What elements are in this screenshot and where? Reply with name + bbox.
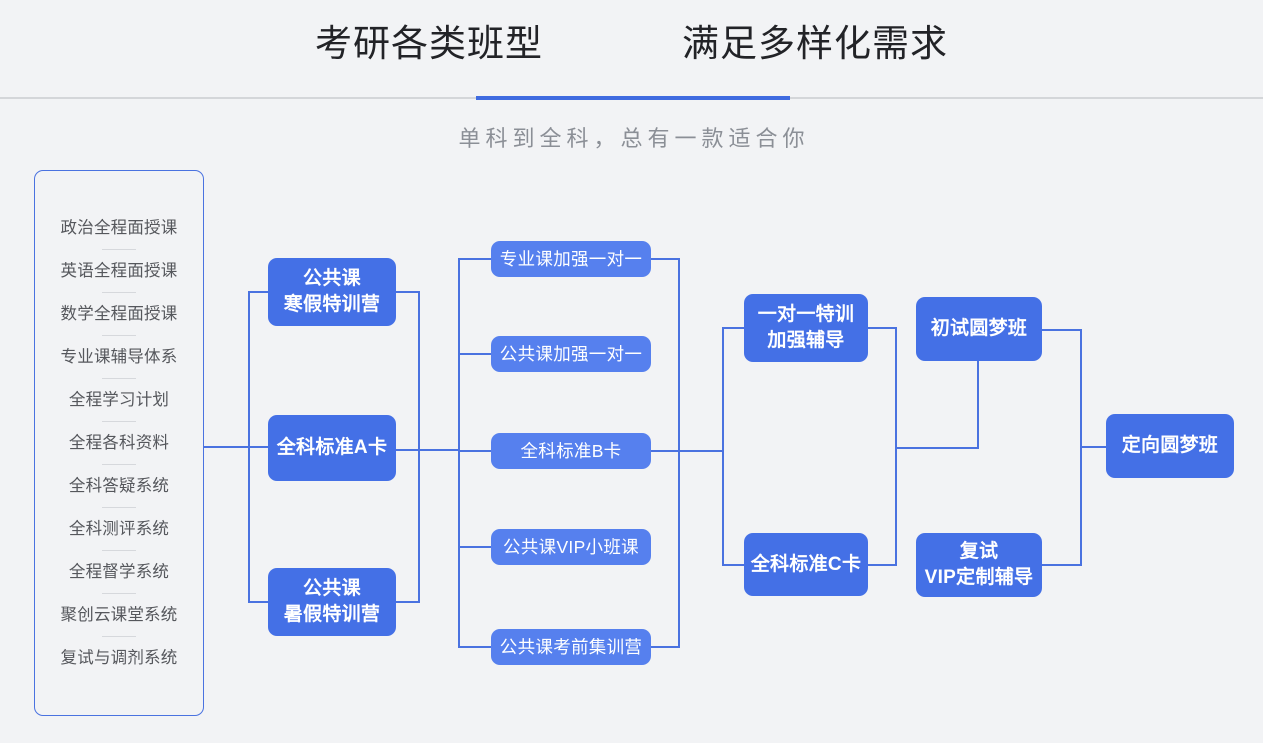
connector-col3-left-bracket xyxy=(458,258,460,647)
node-chushi-yuanmengban[interactable]: 初试圆梦班 xyxy=(916,297,1042,361)
sidebar-item-0[interactable]: 政治全程面授课 xyxy=(60,219,178,237)
connector-col2-out-top xyxy=(394,291,420,293)
sidebar-divider xyxy=(102,249,136,250)
sidebar-divider xyxy=(102,636,136,637)
connector-col4-to-col5 xyxy=(895,447,979,449)
node-gonggong-vip[interactable]: 公共课VIP小班课 xyxy=(491,529,651,565)
sidebar-divider xyxy=(102,464,136,465)
sidebar-item-3[interactable]: 专业课辅导体系 xyxy=(60,348,178,366)
node-gonggong-1v1[interactable]: 公共课加强一对一 xyxy=(491,336,651,372)
connector-col3-in-0 xyxy=(458,258,493,260)
connector-col4-out-top xyxy=(866,327,897,329)
page-title-sub: 满足多样化需求 xyxy=(681,23,948,64)
connector-col2-out-mid xyxy=(394,449,420,451)
sidebar-item-4[interactable]: 全程学习计划 xyxy=(68,391,170,409)
connector-col5-out-bottom xyxy=(1040,564,1082,566)
connector-col5-to-col6 xyxy=(1080,446,1108,448)
sidebar-item-2[interactable]: 数学全程面授课 xyxy=(60,305,178,323)
sidebar-item-8[interactable]: 全程督学系统 xyxy=(68,563,170,581)
node-gonggong-kq[interactable]: 公共课考前集训营 xyxy=(491,629,651,665)
node-line: 公共课考前集训营 xyxy=(499,637,643,657)
connector-col2-in-top xyxy=(248,291,270,293)
connector-sidebar-to-col2 xyxy=(204,446,250,448)
node-quanke-b[interactable]: 全科标准B卡 xyxy=(491,433,651,469)
sidebar-divider xyxy=(102,421,136,422)
connector-col2-in-mid xyxy=(248,446,270,448)
page-title: 考研各类班型 满足多样化需求 xyxy=(0,18,1263,70)
connector-col3-out-4 xyxy=(649,646,680,648)
connector-col2-in-bottom xyxy=(248,601,270,603)
node-1v1-texun[interactable]: 一对一特训 加强辅导 xyxy=(744,294,868,362)
header-accent-underline xyxy=(476,96,790,100)
node-line: 一对一特训 xyxy=(757,304,855,325)
node-gongong-shujia[interactable]: 公共课 暑假特训营 xyxy=(268,568,396,636)
sidebar-divider xyxy=(102,593,136,594)
node-line: VIP定制辅导 xyxy=(924,567,1034,588)
connector-col4-out-bottom xyxy=(866,564,897,566)
node-line: 初试圆梦班 xyxy=(930,318,1028,339)
connector-col4-right-bracket xyxy=(895,327,897,566)
connector-col4-in-bottom xyxy=(722,564,746,566)
page-subtitle: 单科到全科，总有一款适合你 xyxy=(458,126,810,151)
node-quanke-a[interactable]: 全科标准A卡 xyxy=(268,415,396,481)
connector-col2-right-bracket xyxy=(418,291,420,603)
sidebar-divider xyxy=(102,292,136,293)
feature-list-panel: 政治全程面授课 英语全程面授课 数学全程面授课 专业课辅导体系 全程学习计划 全… xyxy=(34,170,204,716)
node-line: 寒假特训营 xyxy=(283,294,381,315)
node-line: 专业课加强一对一 xyxy=(499,249,643,269)
connector-col3-in-2 xyxy=(458,450,493,452)
connector-col3-in-1 xyxy=(458,353,493,355)
sidebar-divider xyxy=(102,507,136,508)
connector-col3-out-0 xyxy=(649,258,680,260)
node-line: 加强辅导 xyxy=(767,330,845,351)
sidebar-divider xyxy=(102,378,136,379)
node-zhuanye-1v1[interactable]: 专业课加强一对一 xyxy=(491,241,651,277)
connector-col4-left-bracket xyxy=(722,327,724,566)
page-title-main: 考研各类班型 xyxy=(315,23,544,64)
node-line: 全科标准A卡 xyxy=(276,437,388,458)
sidebar-divider xyxy=(102,335,136,336)
sidebar-item-10[interactable]: 复试与调剂系统 xyxy=(60,649,178,667)
node-line: 暑假特训营 xyxy=(283,604,381,625)
sidebar-item-7[interactable]: 全科测评系统 xyxy=(68,520,170,538)
connector-col3-out-2 xyxy=(649,450,680,452)
node-quanke-c[interactable]: 全科标准C卡 xyxy=(744,533,868,596)
page-header: 考研各类班型 满足多样化需求 xyxy=(0,0,1263,100)
node-fushi-vip[interactable]: 复试 VIP定制辅导 xyxy=(916,533,1042,597)
connector-col3-in-3 xyxy=(458,546,493,548)
connector-col2-out-bottom xyxy=(394,601,420,603)
connector-col4-in-top xyxy=(722,327,746,329)
node-line: 复试 xyxy=(959,541,999,562)
node-line: 公共课 xyxy=(303,578,361,599)
node-line: 定向圆梦班 xyxy=(1121,435,1219,456)
node-line: 全科标准B卡 xyxy=(520,441,622,461)
connector-col3-in-4 xyxy=(458,646,493,648)
node-line: 公共课 xyxy=(303,268,361,289)
connector-col3-to-col4 xyxy=(678,450,724,452)
connector-col5-out-top xyxy=(1040,329,1082,331)
connector-col2-to-col3 xyxy=(418,449,460,451)
node-dingxiang-yuanmengban[interactable]: 定向圆梦班 xyxy=(1106,414,1234,478)
node-line: 全科标准C卡 xyxy=(750,553,862,575)
node-line: 公共课VIP小班课 xyxy=(503,537,639,557)
connector-col3-right-bracket xyxy=(678,258,680,648)
sidebar-item-9[interactable]: 聚创云课堂系统 xyxy=(60,606,178,624)
sidebar-item-5[interactable]: 全程各科资料 xyxy=(68,434,170,452)
sidebar-item-6[interactable]: 全科答疑系统 xyxy=(68,477,170,495)
sidebar-item-1[interactable]: 英语全程面授课 xyxy=(60,262,178,280)
node-line: 公共课加强一对一 xyxy=(499,344,643,364)
connector-col5-stem xyxy=(977,359,979,448)
sidebar-divider xyxy=(102,550,136,551)
node-gongong-hanjia[interactable]: 公共课 寒假特训营 xyxy=(268,258,396,326)
